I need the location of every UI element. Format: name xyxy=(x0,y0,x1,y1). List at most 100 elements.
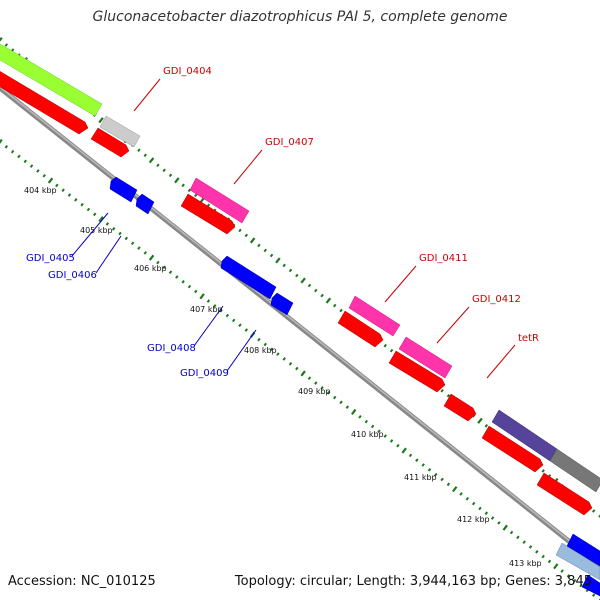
kbp-label: 412 kbp xyxy=(457,515,490,524)
tick-minor xyxy=(427,468,432,472)
label-gdi-0407[interactable]: GDI_0407 xyxy=(265,137,314,148)
gene-gray-0404[interactable] xyxy=(99,115,141,148)
gene-red-b[interactable] xyxy=(536,472,593,516)
gene-blue-0406[interactable] xyxy=(135,193,155,215)
accession-info: Accession: NC_010125 xyxy=(8,574,156,589)
tick-major xyxy=(47,177,54,184)
tick-minor xyxy=(162,265,166,270)
outer-features xyxy=(0,38,600,493)
tick-minor xyxy=(10,149,15,154)
gene-darkgray[interactable] xyxy=(549,448,600,493)
label-gdi-0409[interactable]: GDI_0409 xyxy=(180,368,229,379)
tick-minor xyxy=(238,323,242,327)
tick-minor xyxy=(446,393,451,398)
genome-backbone-highlight xyxy=(0,86,600,566)
gene-lime-rrna[interactable] xyxy=(0,38,103,117)
tick-minor xyxy=(282,263,286,268)
tick-minor xyxy=(339,400,343,405)
tick-minor xyxy=(522,540,526,544)
tick-minor xyxy=(213,304,217,308)
tick-minor xyxy=(263,248,267,253)
tick-minor xyxy=(156,163,160,168)
tick-minor xyxy=(181,280,185,284)
gene-red-0411[interactable] xyxy=(337,310,384,348)
tick-minor xyxy=(86,207,91,212)
tick-minor xyxy=(219,308,223,313)
gene-pink-0412[interactable] xyxy=(398,336,453,379)
tick-minor xyxy=(244,328,249,332)
gene-red-tetR[interactable] xyxy=(443,393,477,422)
gene-blue-0409[interactable] xyxy=(270,292,294,316)
tick-major xyxy=(401,447,407,454)
tick-major xyxy=(199,293,205,300)
tick-minor xyxy=(74,198,78,202)
kbp-label: 410 kbp xyxy=(351,430,384,439)
tick-minor xyxy=(415,458,419,462)
gene-red-long[interactable] xyxy=(0,63,89,135)
tick-minor xyxy=(358,415,362,419)
tick-minor xyxy=(345,405,350,409)
tick-minor xyxy=(168,173,173,178)
gene-pink-0407[interactable] xyxy=(189,177,250,224)
label-gdi-0411[interactable]: GDI_0411 xyxy=(419,253,468,264)
tick-major xyxy=(350,408,357,416)
tick-minor xyxy=(61,188,65,193)
tick-minor xyxy=(333,395,337,400)
tick-minor xyxy=(244,233,249,238)
tick-minor xyxy=(484,424,489,428)
tick-minor xyxy=(370,424,375,429)
gene-red-0412[interactable] xyxy=(388,350,446,393)
gene-red-a[interactable] xyxy=(481,425,544,473)
tick-minor xyxy=(307,283,312,288)
tick-minor xyxy=(326,390,331,395)
tick-minor xyxy=(4,43,9,47)
kbp-label: 408 kbp xyxy=(244,346,277,355)
tick-minor xyxy=(55,183,59,188)
gene-red-0404[interactable] xyxy=(90,127,130,158)
kbp-label: 404 kbp xyxy=(24,186,57,195)
label-gdi-0412[interactable]: GDI_0412 xyxy=(472,294,521,305)
label-gdi-0408[interactable]: GDI_0408 xyxy=(147,343,196,354)
tick-minor xyxy=(573,578,577,583)
gene-pink-0411[interactable] xyxy=(348,295,401,337)
tick-major xyxy=(0,138,3,144)
leader-tetR xyxy=(486,344,516,379)
tick-minor xyxy=(143,153,147,158)
reverse-strand-features xyxy=(109,176,600,597)
kbp-label: 406 kbp xyxy=(134,264,167,273)
tick-minor xyxy=(17,154,21,159)
tick-minor xyxy=(547,559,552,564)
tick-minor xyxy=(269,253,274,258)
tick-minor xyxy=(333,303,337,308)
label-gdi-0405[interactable]: GDI_0405 xyxy=(26,253,75,264)
gene-blue-0408[interactable] xyxy=(220,255,277,300)
gene-lightblue[interactable] xyxy=(555,542,600,581)
gene-red-0407[interactable] xyxy=(180,193,236,235)
forward-strand-features xyxy=(0,63,593,516)
tick-minor xyxy=(42,173,46,178)
tick-major xyxy=(300,370,306,377)
tick-minor xyxy=(206,299,211,303)
tick-minor xyxy=(383,343,387,348)
label-gdi-0406[interactable]: GDI_0406 xyxy=(48,270,97,281)
label-gdi-0404[interactable]: GDI_0404 xyxy=(163,66,212,77)
tick-minor xyxy=(231,318,236,323)
tick-minor xyxy=(509,530,514,535)
tick-minor xyxy=(516,535,520,540)
tick-minor xyxy=(598,514,600,518)
leader-gdi-0404 xyxy=(133,78,161,112)
tick-minor xyxy=(389,439,394,443)
gene-blue-d[interactable] xyxy=(581,574,600,597)
tick-minor xyxy=(364,419,369,424)
gene-blue-c[interactable] xyxy=(566,533,600,567)
leader-gdi-0407 xyxy=(233,149,263,185)
gene-labels: GDI_0404 GDI_0407 GDI_0411 GDI_0412 tetR… xyxy=(26,66,539,379)
tick-minor xyxy=(124,236,129,241)
tick-minor xyxy=(156,260,160,265)
tick-minor xyxy=(541,469,545,473)
tick-minor xyxy=(339,308,343,313)
tick-major xyxy=(477,417,483,424)
kbp-labels: 404 kbp 405 kbp 406 kbp 407 kbp 408 kbp … xyxy=(24,186,542,568)
label-tetR[interactable]: tetR xyxy=(518,333,539,344)
gene-blue-0405[interactable] xyxy=(109,176,138,203)
